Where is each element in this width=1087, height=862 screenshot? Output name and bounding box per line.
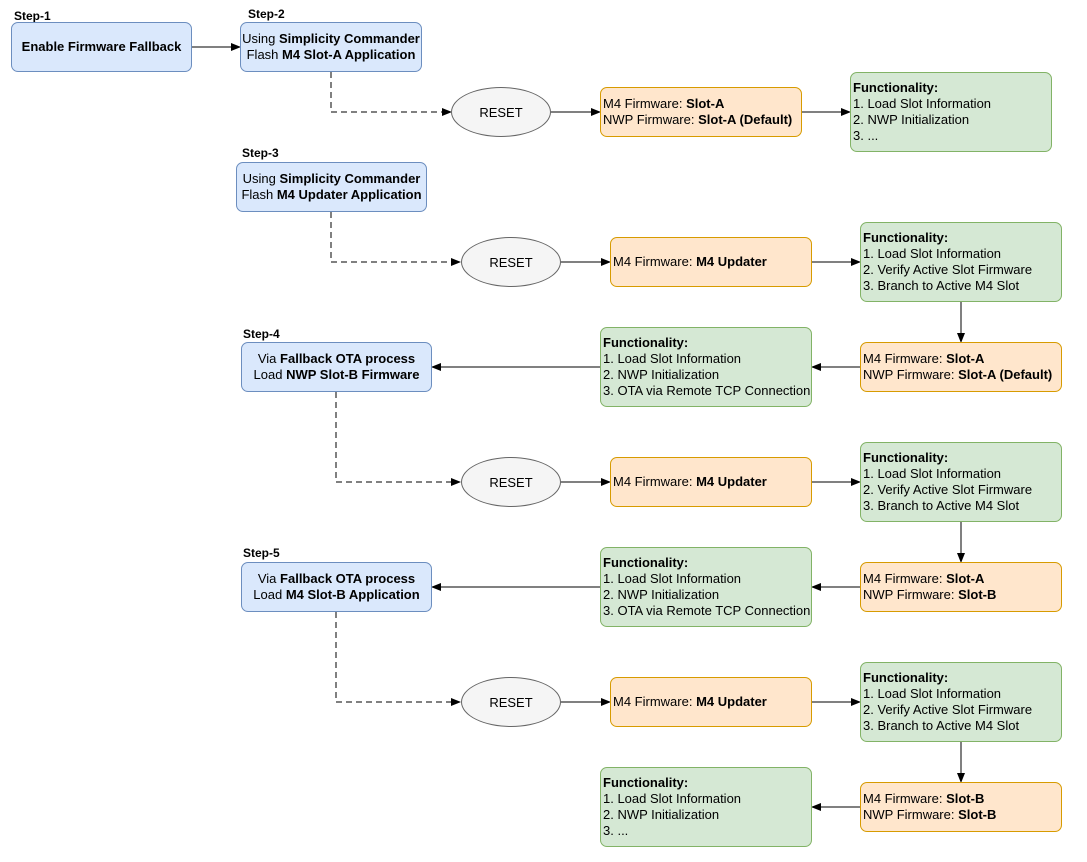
step-2-label: Step-2 — [248, 7, 285, 21]
firmware-box-7: M4 Firmware: Slot-B NWP Firmware: Slot-B — [860, 782, 1062, 832]
step-1-label: Step-1 — [14, 9, 51, 23]
step3-line1: Using Simplicity Commander — [242, 171, 421, 186]
flash-m4-slot-a-box: Using Simplicity Commander Flash M4 Slot… — [240, 22, 422, 72]
step-3-label: Step-3 — [242, 146, 279, 160]
dashed-arrow-step2-to-reset — [330, 72, 452, 116]
reset-node-4: RESET — [461, 677, 561, 727]
dashed-arrow-step3-to-reset — [330, 212, 461, 266]
load-m4-slot-b-box: Via Fallback OTA process Load M4 Slot-B … — [241, 562, 432, 612]
firmware-box-4: M4 Firmware: M4 Updater — [610, 457, 812, 507]
step-5-label: Step-5 — [243, 546, 280, 560]
reset-node-3: RESET — [461, 457, 561, 507]
step2-line1: Using Simplicity Commander — [242, 31, 420, 46]
firmware-box-3: M4 Firmware: Slot-A NWP Firmware: Slot-A… — [860, 342, 1062, 392]
enable-firmware-fallback-text: Enable Firmware Fallback — [21, 39, 182, 54]
firmware-box-5: M4 Firmware: Slot-A NWP Firmware: Slot-B — [860, 562, 1062, 612]
dashed-arrow-step5-to-reset — [335, 612, 461, 706]
step5-line2: Load M4 Slot-B Application — [253, 587, 420, 602]
step-4-label: Step-4 — [243, 327, 280, 341]
reset-node-1: RESET — [451, 87, 551, 137]
load-nwp-slot-b-box: Via Fallback OTA process Load NWP Slot-B… — [241, 342, 432, 392]
enable-firmware-fallback-box: Enable Firmware Fallback — [11, 22, 192, 72]
step3-line2: Flash M4 Updater Application — [241, 187, 422, 202]
step4-line2: Load NWP Slot-B Firmware — [253, 367, 420, 382]
dashed-arrow-step4-to-reset — [335, 392, 461, 486]
step4-line1: Via Fallback OTA process — [257, 351, 416, 366]
reset-node-2: RESET — [461, 237, 561, 287]
flash-m4-updater-box: Using Simplicity Commander Flash M4 Upda… — [236, 162, 427, 212]
firmware-box-1: M4 Firmware: Slot-A NWP Firmware: Slot-A… — [600, 87, 802, 137]
firmware-box-2: M4 Firmware: M4 Updater — [610, 237, 812, 287]
step5-line1: Via Fallback OTA process — [257, 571, 416, 586]
firmware-box-6: M4 Firmware: M4 Updater — [610, 677, 812, 727]
step2-line2: Flash M4 Slot-A Application — [246, 47, 416, 62]
